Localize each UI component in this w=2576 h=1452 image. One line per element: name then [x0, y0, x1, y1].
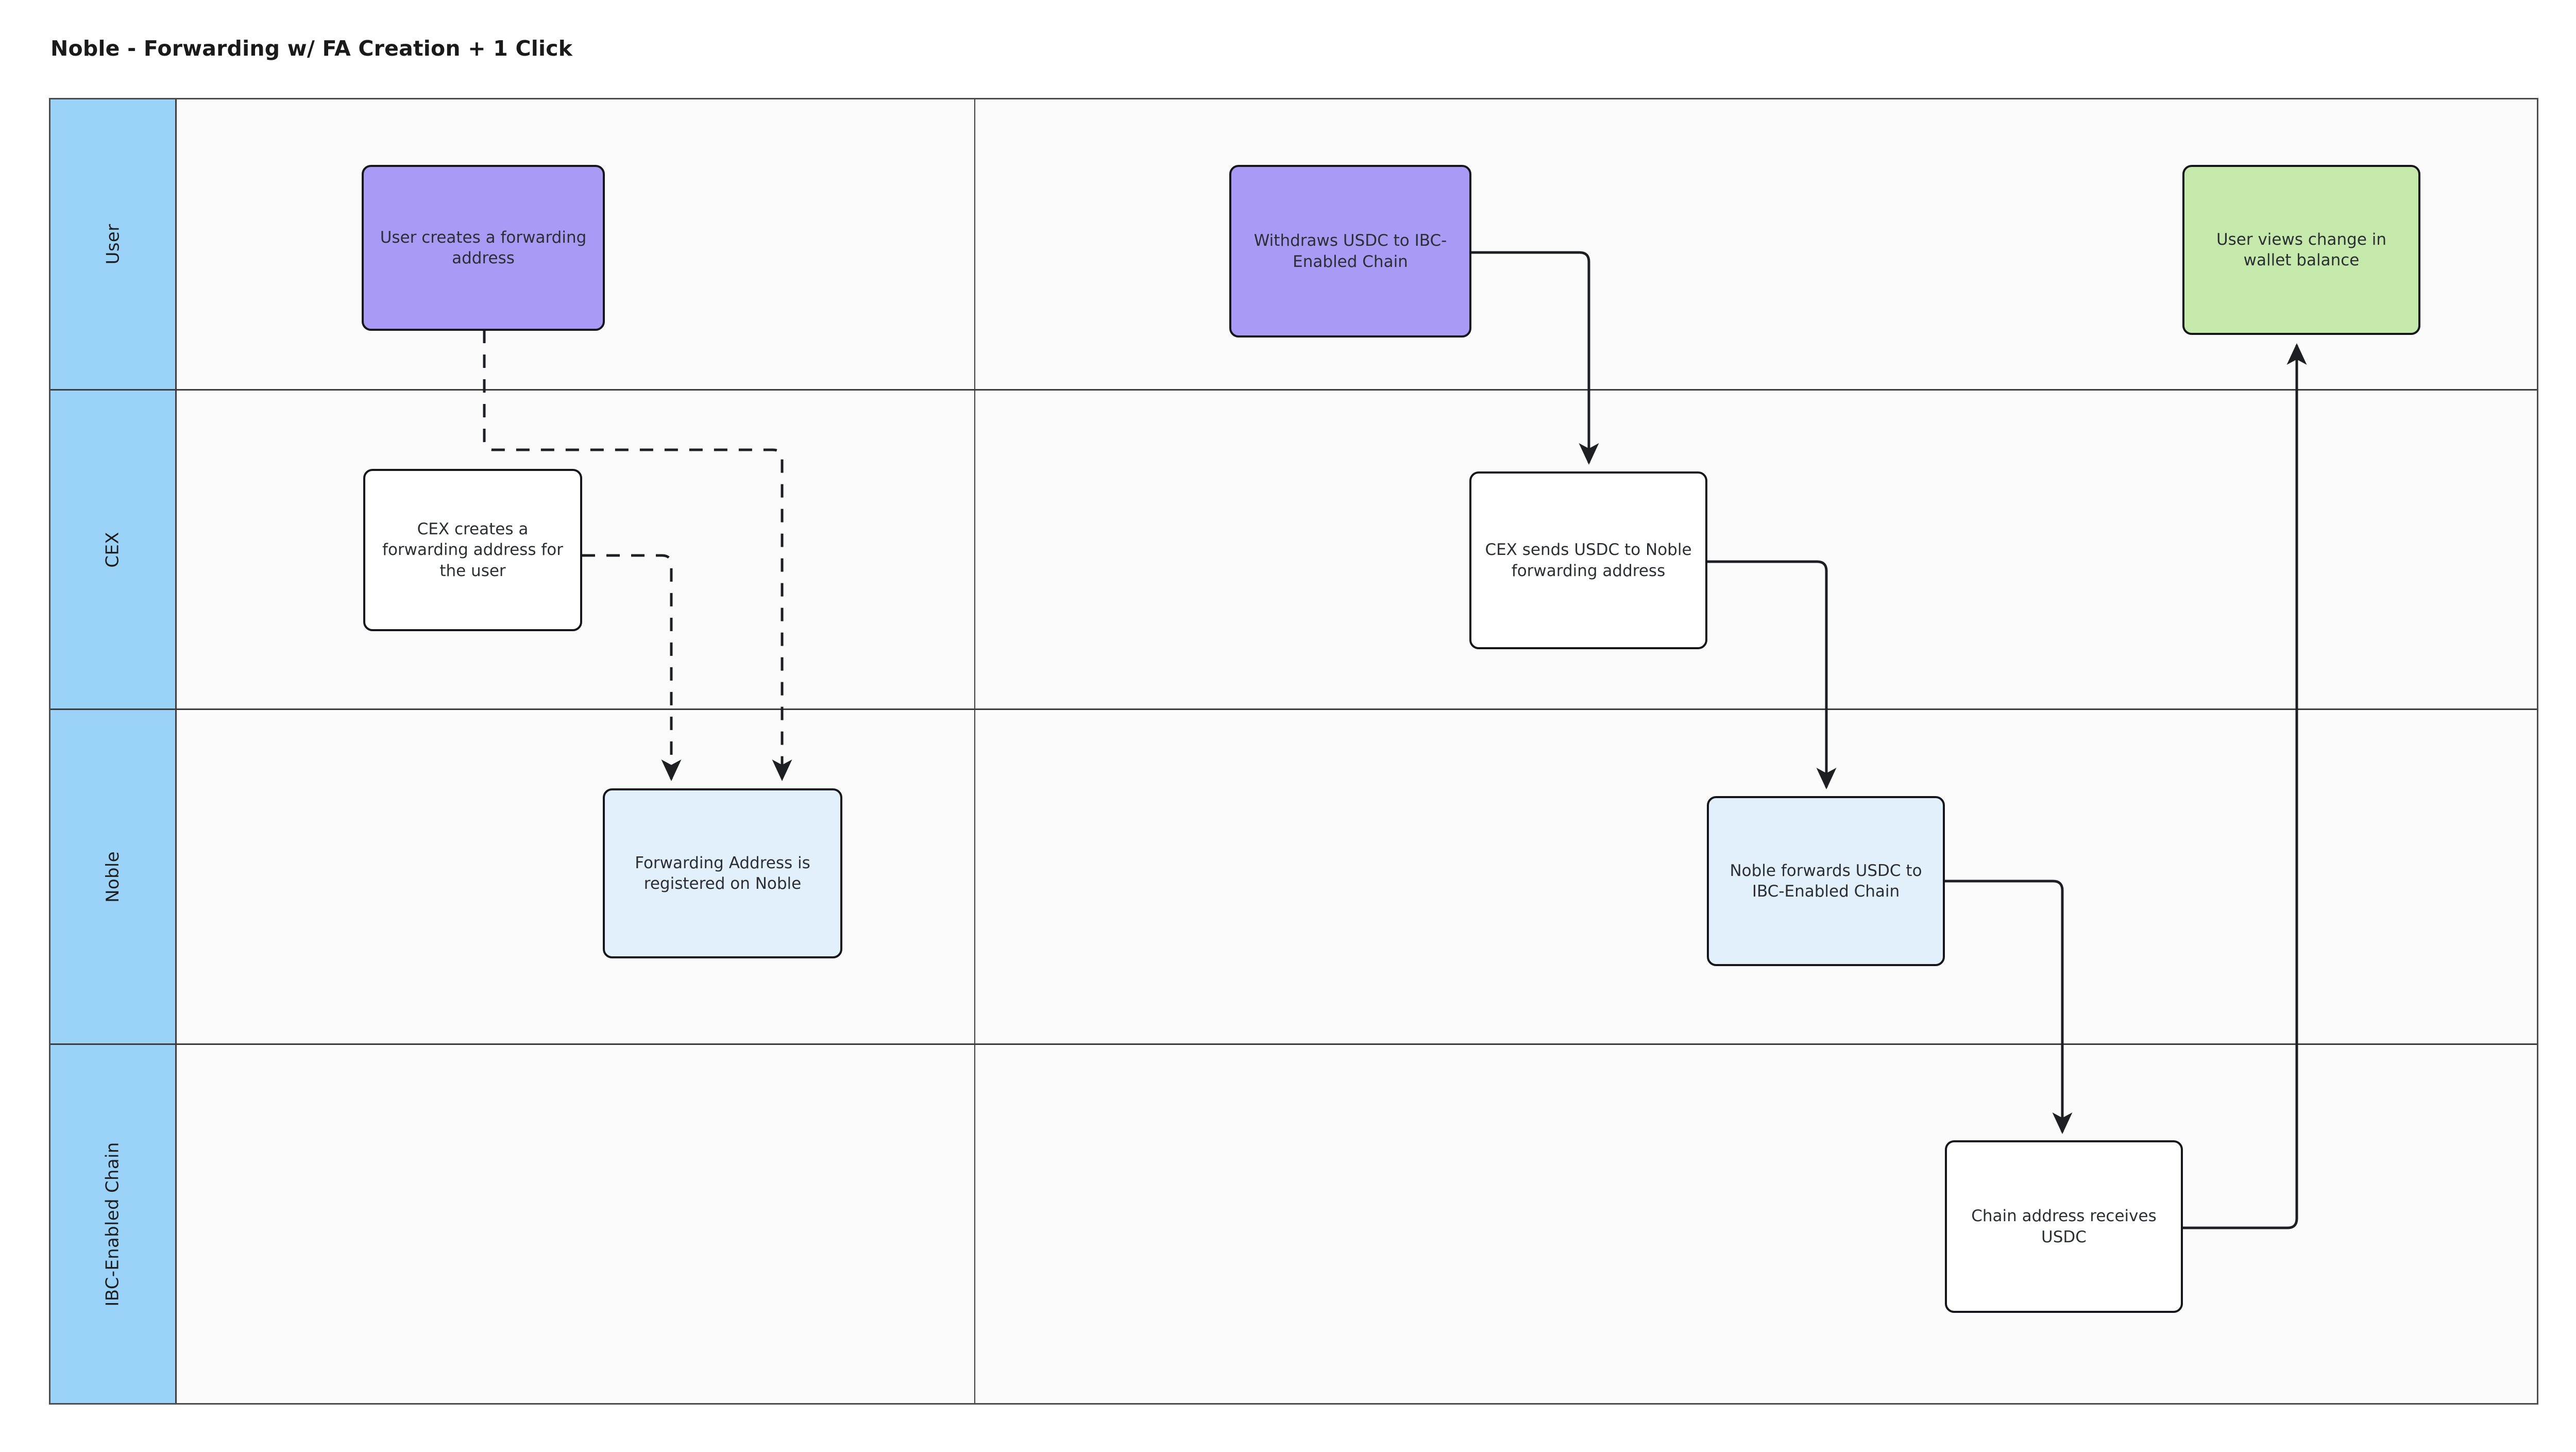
node-label: CEX creates a forwarding address for the…	[382, 520, 563, 580]
node-user-views-balance[interactable]: User views change in wallet balance	[2182, 165, 2420, 335]
lane-noble: Noble	[50, 710, 2537, 1045]
node-label: Withdraws USDC to IBC-Enabled Chain	[1253, 231, 1447, 271]
lane-label-cex: CEX	[102, 531, 123, 568]
node-fa-registered[interactable]: Forwarding Address is registered on Nobl…	[603, 788, 842, 958]
node-cex-sends-usdc[interactable]: CEX sends USDC to Noble forwarding addre…	[1469, 471, 1707, 649]
node-label: CEX sends USDC to Noble forwarding addre…	[1485, 541, 1692, 580]
node-cex-creates-fa[interactable]: CEX creates a forwarding address for the…	[363, 469, 582, 631]
phase-divider	[974, 99, 975, 1403]
page-title: Noble - Forwarding w/ FA Creation + 1 Cl…	[50, 36, 573, 61]
lane-label-user: User	[102, 224, 123, 265]
node-user-creates-fa[interactable]: User creates a forwarding address	[362, 165, 605, 331]
lane-cex: CEX	[50, 391, 2537, 710]
node-chain-receives[interactable]: Chain address receives USDC	[1945, 1140, 2183, 1313]
node-label: User creates a forwarding address	[380, 228, 587, 267]
lane-header-ibc: IBC-Enabled Chain	[50, 1045, 177, 1403]
lane-header-user: User	[50, 99, 177, 389]
lane-ibc: IBC-Enabled Chain	[50, 1045, 2537, 1403]
node-label: Forwarding Address is registered on Nobl…	[635, 853, 810, 893]
node-withdraws-usdc[interactable]: Withdraws USDC to IBC-Enabled Chain	[1229, 165, 1471, 337]
lane-header-noble: Noble	[50, 710, 177, 1043]
node-label: User views change in wallet balance	[2216, 230, 2387, 269]
node-label: Chain address receives USDC	[1971, 1207, 2157, 1246]
node-noble-forwards[interactable]: Noble forwards USDC to IBC-Enabled Chain	[1707, 796, 1945, 966]
lane-header-cex: CEX	[50, 391, 177, 708]
node-label: Noble forwards USDC to IBC-Enabled Chain	[1730, 861, 1922, 901]
lane-user: User	[50, 99, 2537, 391]
lane-label-noble: Noble	[103, 851, 123, 903]
lane-label-ibc: IBC-Enabled Chain	[103, 1141, 123, 1307]
